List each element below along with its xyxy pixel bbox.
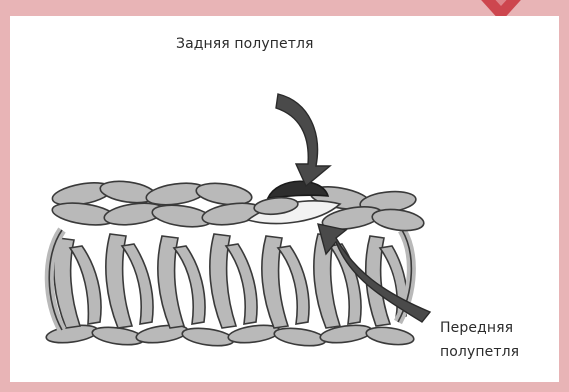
back-loop-shape <box>268 181 328 198</box>
diagram-panel: Задняя полупетля Передняя полупетля <box>10 16 559 382</box>
front-loop-label-line2: полупетля <box>440 340 519 364</box>
arrow-icon <box>276 94 330 186</box>
front-loop-label: Передняя полупетля <box>440 316 519 364</box>
stitch-posts <box>54 234 407 328</box>
front-loop-label-line1: Передняя <box>440 316 519 340</box>
back-loop-label: Задняя полупетля <box>176 36 314 52</box>
top-chain-row <box>51 178 425 233</box>
